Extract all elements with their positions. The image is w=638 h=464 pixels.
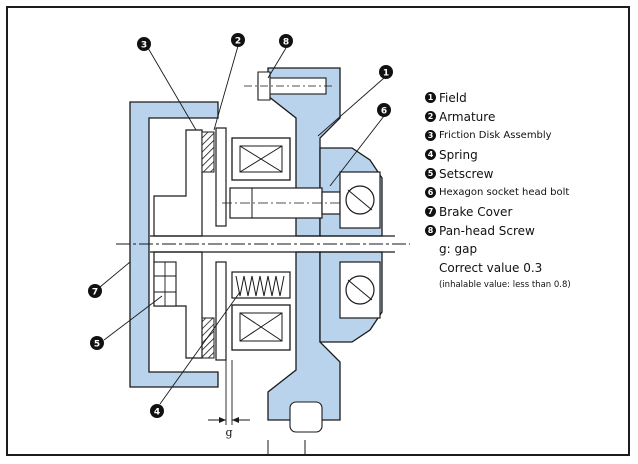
legend-number: 7 [425,206,436,217]
callout-6: 6 [377,103,391,117]
legend-item-spring: 4 Spring [425,145,625,164]
legend-number: 2 [425,111,436,122]
legend-label: Armature [439,109,496,124]
legend-label: Friction Disk Assembly [439,130,552,141]
svg-text:4: 4 [154,408,160,418]
setscrew-part [153,261,177,307]
gap-dimension: g [208,360,250,439]
svg-text:1: 1 [383,69,389,79]
legend-item-field: 1 Field [425,88,625,107]
legend-label: Spring [439,147,478,162]
legend-label: Pan-head Screw [439,223,535,238]
legend-item-friction-disk: 3 Friction Disk Assembly [425,126,625,145]
callout-7: 7 [88,284,102,298]
hex-bolt-part [222,187,358,219]
svg-text:6: 6 [381,107,387,117]
svg-text:7: 7 [92,288,98,298]
legend-item-brake-cover: 7 Brake Cover [425,202,625,221]
svg-text:2: 2 [235,37,241,47]
legend-number: 8 [425,225,436,236]
brake-cover-part [129,101,219,388]
legend-item-hex-bolt: 6 Hexagon socket head bolt [425,183,625,202]
svg-text:5: 5 [94,340,100,350]
legend-number: 4 [425,149,436,160]
legend-number: 3 [425,130,436,141]
callout-markers: 3 2 8 1 6 7 5 4 [88,33,393,418]
legend-label: Field [439,90,467,105]
pan-head-screw-part [244,71,335,101]
bearing-part [339,171,381,319]
callout-5: 5 [90,336,104,350]
mount-detail [267,401,323,456]
correct-value-note: Correct value 0.3 [439,261,543,275]
legend-label: Brake Cover [439,204,513,219]
gap-label: g [225,426,232,439]
svg-text:3: 3 [141,41,147,51]
callout-8: 8 [279,34,293,48]
legend-number: 5 [425,168,436,179]
legend-label: Setscrew [439,166,494,181]
legend-item-armature: 2 Armature [425,107,625,126]
inhalable-value-note: (inhalable value: less than 0.8) [439,280,571,290]
shaft-part [116,235,410,253]
parts-legend: 1 Field 2 Armature 3 Friction Disk Assem… [425,88,625,292]
legend-label: Hexagon socket head bolt [439,187,570,198]
legend-number: 6 [425,187,436,198]
spring-part [231,271,291,299]
svg-text:8: 8 [283,38,289,48]
coil-winding [231,137,291,351]
callout-4: 4 [150,404,164,418]
legend-item-pan-head-screw: 8 Pan-head Screw [425,221,625,240]
gap-note: g: gap [439,242,478,256]
leader-lines [99,45,385,405]
callout-1: 1 [379,65,393,79]
legend-number: 1 [425,92,436,103]
legend-item-setscrew: 5 Setscrew [425,164,625,183]
callout-2: 2 [231,33,245,47]
callout-3: 3 [137,37,151,51]
